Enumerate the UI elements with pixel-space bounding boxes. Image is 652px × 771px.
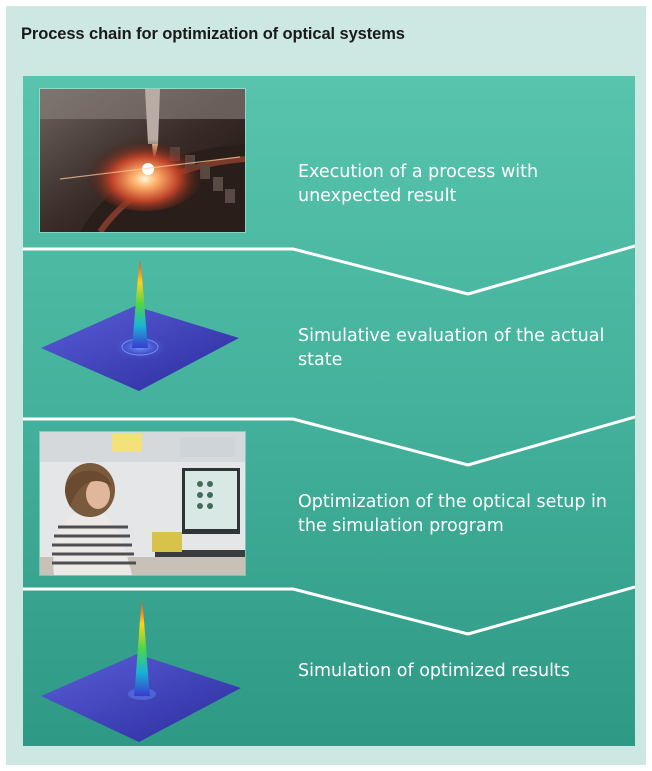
figure-title: Process chain for optimization of optica… (21, 25, 405, 43)
chevron-divider-2 (23, 415, 635, 467)
beam-profile-plot-actual (39, 256, 244, 406)
process-chain-figure: Process chain for optimization of optica… (6, 6, 646, 765)
step-1-label: Execution of a process with unexpected r… (298, 162, 539, 206)
simulation-workstation-photo (39, 431, 246, 576)
chevron-divider-3 (23, 585, 635, 636)
step-3-label: Optimization of the optical setup in the… (298, 492, 607, 536)
beam-profile-plot-optimized (39, 596, 244, 746)
step-2-label: Simulative evaluation of the actual stat… (298, 326, 605, 370)
process-chain: Execution of a process with unexpected r… (23, 76, 635, 746)
laser-processing-photo (39, 88, 246, 233)
chevron-divider-1 (23, 244, 635, 296)
step-4-label: Simulation of optimized results (298, 661, 570, 681)
